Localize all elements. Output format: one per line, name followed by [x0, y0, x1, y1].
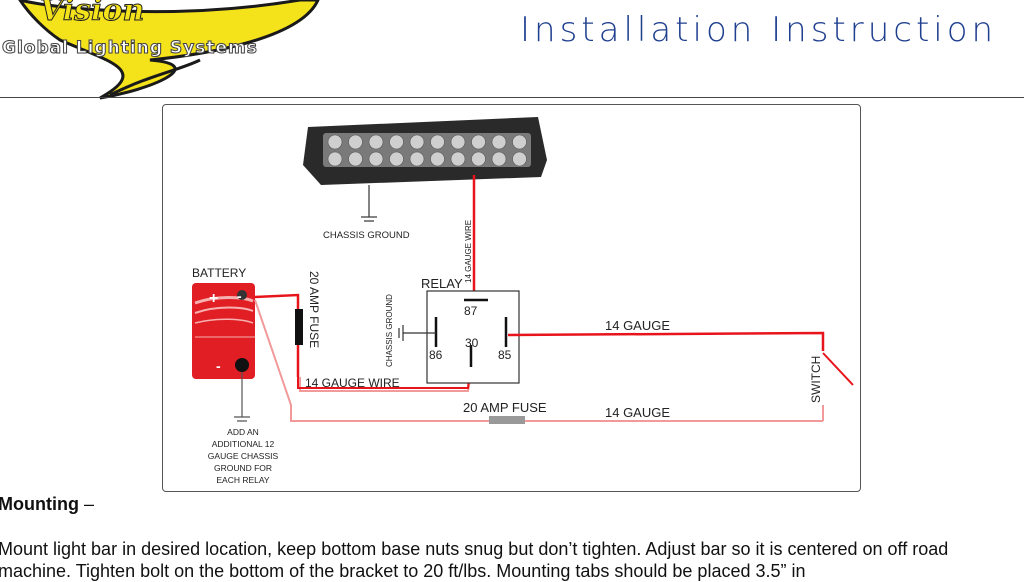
svg-text:ADD AN: ADD AN [227, 427, 259, 437]
led-emitter [327, 151, 343, 167]
ground-note: ADD AN ADDITIONAL 12 GAUGE CHASSIS GROUN… [208, 427, 279, 485]
wire-battery-to-fuse [254, 293, 300, 377]
section-heading-text: Mounting [0, 494, 79, 514]
led-emitter [368, 134, 384, 150]
logo-tagline: Global Lighting Systems [2, 38, 258, 59]
led-emitter [471, 151, 486, 167]
bottom-fuse-20a [489, 416, 525, 424]
section-heading-mounting: Mounting – [0, 494, 94, 515]
led-emitter [389, 134, 404, 150]
battery-ground-symbol [234, 372, 250, 422]
battery-label: BATTERY [192, 266, 246, 280]
svg-text:GROUND FOR: GROUND FOR [214, 463, 272, 473]
relay [426, 290, 520, 384]
led-emitter [389, 151, 404, 167]
led-emitter [409, 134, 425, 150]
led-emitter [409, 151, 425, 167]
fuse-vertical-label: 20 AMP FUSE [307, 271, 321, 348]
battery-minus-sign: - [216, 358, 221, 374]
wire-bottom-loop [254, 299, 823, 422]
led-emitter [368, 151, 384, 167]
battery-plus-sign: + [209, 290, 218, 307]
led-emitter [450, 151, 466, 167]
relay-label: RELAY [421, 276, 463, 291]
relay-pin-87: 87 [464, 304, 478, 318]
led-emitter [450, 134, 466, 150]
led-emitter [430, 151, 445, 167]
wiring-diagram: CHASSIS GROUND 14 GAUGE WIRE BATTERY + -… [162, 104, 861, 492]
relay-pin-85: 85 [498, 348, 512, 362]
chassis-ground-label-top: CHASSIS GROUND [323, 230, 410, 241]
gauge-wire-vertical-label: 14 GAUGE WIRE [464, 220, 473, 283]
switch-label: SWITCH [809, 356, 823, 403]
led-emitter [512, 151, 527, 167]
led-emitter [512, 134, 527, 150]
led-emitter [491, 134, 507, 150]
gauge-bottom-label: 14 GAUGE [605, 405, 670, 420]
fuse-bottom-label: 20 AMP FUSE [463, 400, 547, 415]
switch [822, 352, 854, 421]
battery-minus-top: - [237, 288, 242, 304]
header-divider [0, 97, 1024, 98]
svg-text:GAUGE CHASSIS: GAUGE CHASSIS [208, 451, 279, 461]
logo-swoosh [18, 0, 320, 100]
wire-85-to-switch [507, 331, 825, 351]
gauge-right-label: 14 GAUGE [605, 318, 670, 333]
svg-text:ADDITIONAL 12: ADDITIONAL 12 [212, 439, 275, 449]
gauge-wire-bottom-label: 14 GAUGE WIRE [305, 376, 400, 390]
light-bar [303, 117, 547, 185]
inline-fuse-20a [295, 309, 303, 345]
section-heading-dash: – [83, 494, 94, 514]
led-emitter [327, 134, 343, 150]
relay-ground-symbol [398, 325, 436, 341]
mounting-paragraph: Mount light bar in desired location, kee… [0, 539, 949, 581]
led-emitter [430, 134, 445, 150]
svg-text:EACH RELAY: EACH RELAY [216, 475, 270, 485]
battery [192, 283, 255, 379]
led-emitter [491, 151, 507, 167]
relay-pin-30: 30 [465, 336, 479, 350]
led-emitter [348, 151, 363, 167]
chassis-ground-vertical-label: CHASSIS GROUND [385, 294, 394, 367]
led-emitter [348, 134, 363, 150]
brand-logo: Vision Global Lighting Systems [0, 0, 330, 100]
led-emitter [471, 134, 486, 150]
relay-pin-86: 86 [429, 348, 443, 362]
lightbar-ground-symbol [361, 185, 377, 222]
logo-script-text: Vision [40, 0, 144, 28]
page-title: Installation Instruction [520, 10, 998, 50]
